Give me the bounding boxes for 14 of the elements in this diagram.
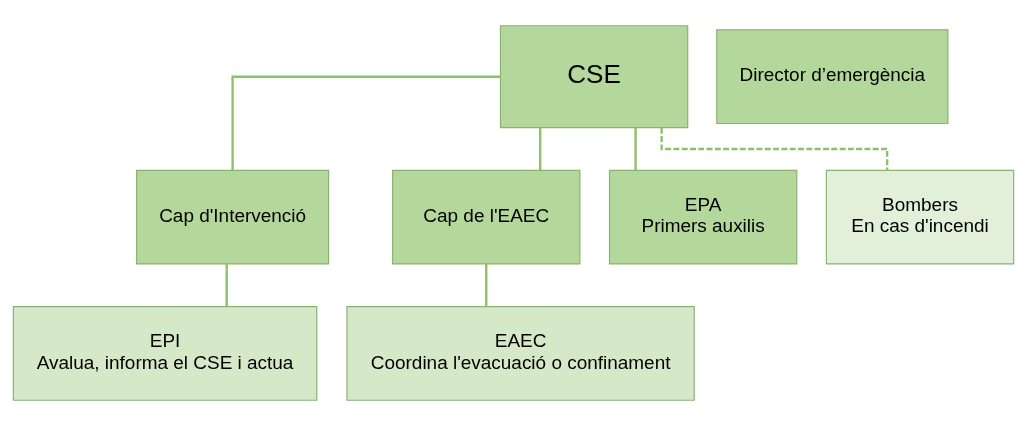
node-box: Cap de l'EAEC bbox=[392, 169, 581, 265]
node-box: CSE bbox=[499, 24, 689, 128]
node-box: EPI Avalua, informa el CSE i actua bbox=[12, 305, 318, 401]
connector bbox=[634, 127, 637, 170]
node-box: EPA Primers auxilis bbox=[608, 169, 798, 265]
node-box: Cap d'Intervenció bbox=[136, 169, 330, 265]
connector bbox=[231, 75, 501, 170]
node-box: Bombers En cas d'incendi bbox=[825, 169, 1015, 265]
connector bbox=[660, 127, 889, 170]
connector bbox=[485, 263, 488, 306]
node-box: EAEC Coordina l'evacuació o confinament bbox=[346, 305, 695, 401]
connector bbox=[225, 263, 228, 306]
connector bbox=[539, 127, 542, 170]
node-box: Director d’emergència bbox=[716, 28, 949, 124]
